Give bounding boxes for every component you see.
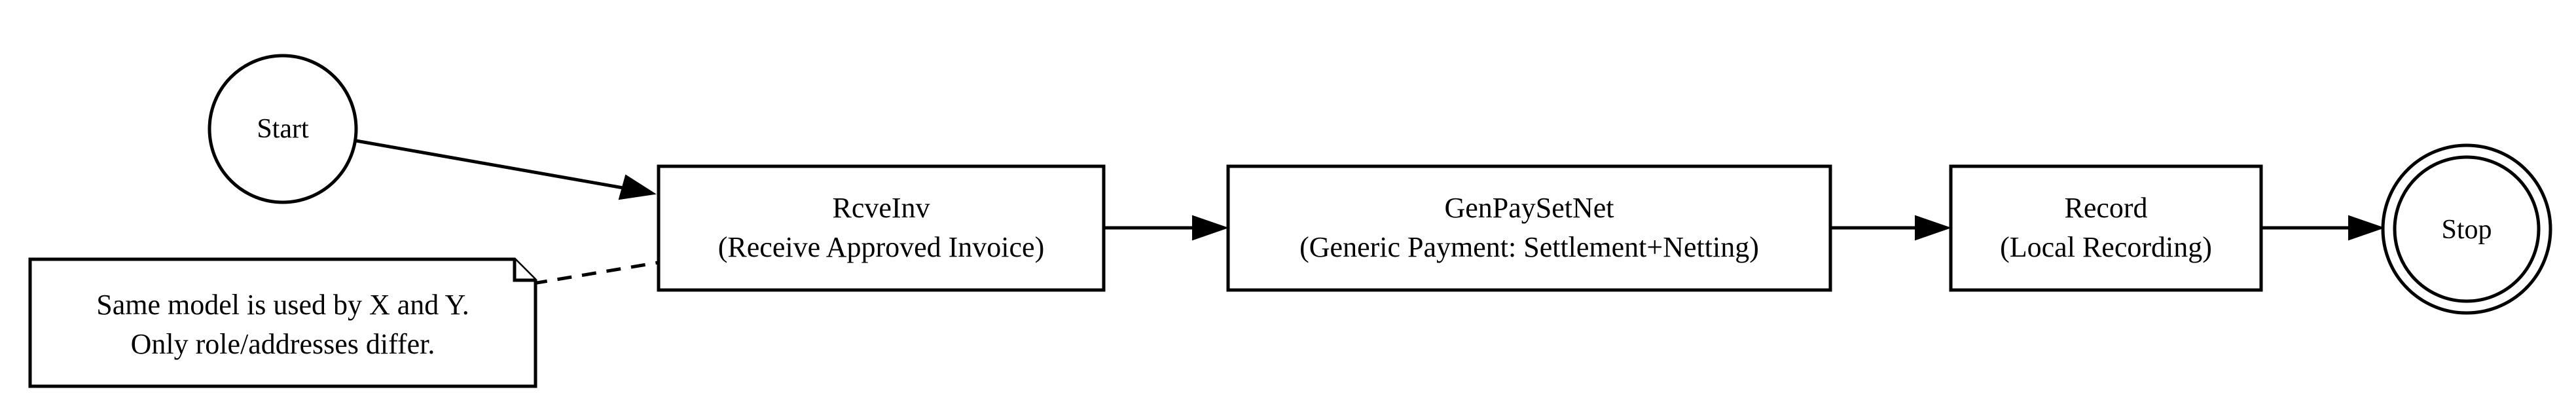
- arrowhead: [1192, 215, 1229, 241]
- start-label: Start: [257, 114, 309, 144]
- rcveinv-subtitle: (Receive Approved Invoice): [718, 231, 1044, 263]
- note-body: [28, 257, 537, 388]
- edge-line: [355, 139, 624, 190]
- note-fold: [513, 259, 535, 282]
- genpaysetnet-subtitle: (Generic Payment: Settlement+Netting): [1299, 231, 1759, 263]
- stop-inner-circle: [2393, 155, 2541, 303]
- annotation-note[interactable]: Same model is used by X and Y. Only role…: [28, 257, 537, 388]
- note-line-2: Only role/addresses differ.: [131, 328, 435, 360]
- record-title: Record: [2064, 192, 2147, 224]
- arrowhead: [1915, 215, 1952, 241]
- note-connector: [532, 261, 659, 285]
- genpaysetnet-title: GenPaySetNet: [1444, 192, 1614, 224]
- rcveinv-title: RcveInv: [832, 192, 930, 224]
- start-circle: [208, 54, 358, 204]
- rcveinv-node[interactable]: RcveInv (Receive Approved Invoice): [657, 164, 1106, 292]
- genpaysetnet-node[interactable]: GenPaySetNet (Generic Payment: Settlemen…: [1226, 164, 1832, 292]
- genpaysetnet-box: [1226, 164, 1832, 292]
- edge-genpaysetnet-to-record: [1830, 215, 1952, 241]
- arrowhead: [618, 174, 657, 200]
- arrowhead: [2348, 215, 2386, 241]
- record-box: [1949, 164, 2263, 292]
- edge-rcveinv-to-genpaysetnet: [1104, 215, 1229, 241]
- edge-record-to-stop: [2261, 215, 2386, 241]
- rcveinv-box: [657, 164, 1106, 292]
- record-node[interactable]: Record (Local Recording): [1949, 164, 2263, 292]
- stop-node[interactable]: Stop: [2381, 143, 2552, 315]
- stop-label: Stop: [2441, 215, 2492, 245]
- record-subtitle: (Local Recording): [2000, 231, 2212, 263]
- note-line-1: Same model is used by X and Y.: [96, 289, 469, 321]
- start-node[interactable]: Start: [208, 54, 358, 204]
- edge-start-to-rcveinv: [355, 139, 657, 200]
